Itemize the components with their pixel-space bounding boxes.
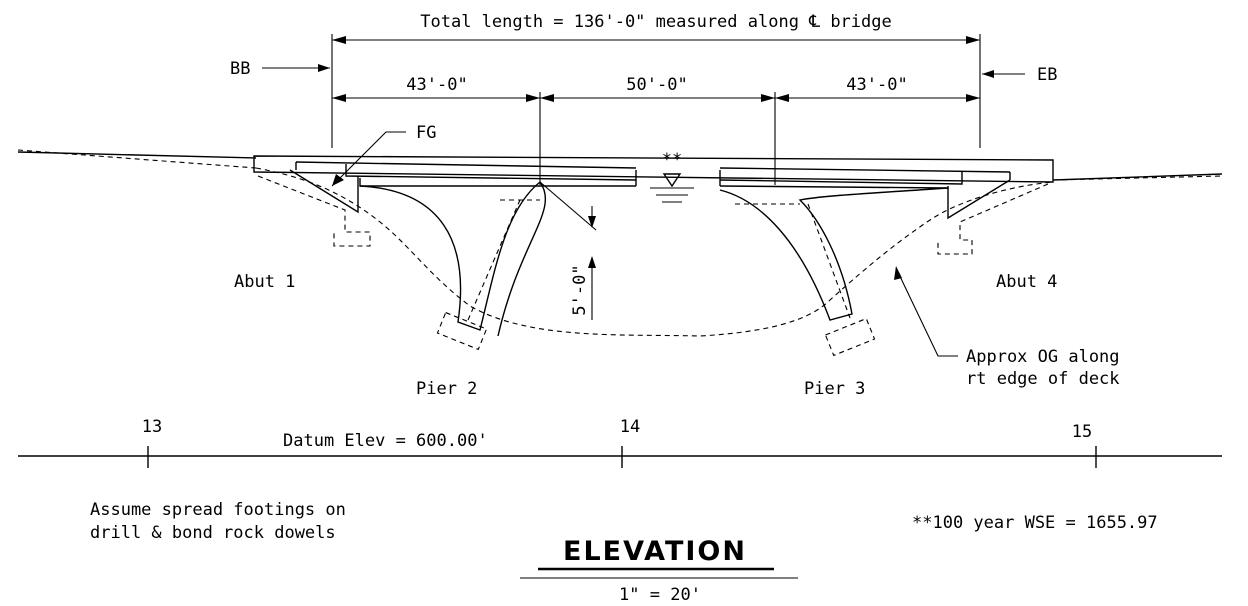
scale-label: 1" = 20'	[619, 585, 701, 605]
station-13: 13	[142, 417, 162, 437]
water-surface-symbol	[650, 173, 694, 203]
abutment-4	[937, 179, 1049, 255]
existing-ground-right	[1052, 175, 1223, 181]
bb-label: BB	[230, 59, 250, 79]
existing-ground-profile	[255, 167, 1054, 337]
wse-marker: **	[662, 150, 682, 170]
pier-3-label: Pier 3	[804, 379, 865, 399]
span-dimensions	[332, 92, 980, 185]
view-title: ELEVATION	[563, 536, 747, 567]
eb-pointer	[982, 70, 1025, 78]
datum-line	[18, 446, 1222, 468]
total-length-label: Total length = 136'-0" measured along ℄ …	[420, 12, 891, 32]
og-note-line2: rt edge of deck	[966, 369, 1120, 389]
total-length-dimension	[331, 34, 981, 148]
clearance-label: 5'-0"	[570, 264, 590, 315]
station-14: 14	[620, 417, 640, 437]
span-1-label: 43'-0"	[406, 75, 467, 95]
og-leader	[894, 266, 958, 357]
abut-4-label: Abut 4	[996, 272, 1057, 292]
pier-2	[359, 180, 547, 351]
bb-pointer	[262, 64, 330, 72]
finished-grade-line	[17, 151, 1223, 181]
footing-note-line2: drill & bond rock dowels	[90, 523, 336, 543]
abutment-1	[257, 169, 371, 247]
wse-note: **100 year WSE = 1655.97	[912, 513, 1158, 533]
abut-1-label: Abut 1	[234, 272, 295, 292]
footing-note-line1: Assume spread footings on	[90, 500, 346, 520]
fg-leader	[331, 131, 406, 187]
clearance-dimension	[539, 181, 597, 320]
span-2-label: 50'-0"	[626, 75, 687, 95]
station-15: 15	[1072, 422, 1092, 442]
og-note-line1: Approx OG along	[966, 347, 1120, 367]
pier-3	[719, 187, 949, 357]
datum-label: Datum Elev = 600.00'	[283, 431, 488, 451]
span-3-label: 43'-0"	[846, 75, 907, 95]
eb-label: EB	[1037, 65, 1057, 85]
pier-2-label: Pier 2	[416, 379, 477, 399]
bridge-deck	[253, 155, 1054, 189]
fg-label: FG	[416, 123, 436, 143]
